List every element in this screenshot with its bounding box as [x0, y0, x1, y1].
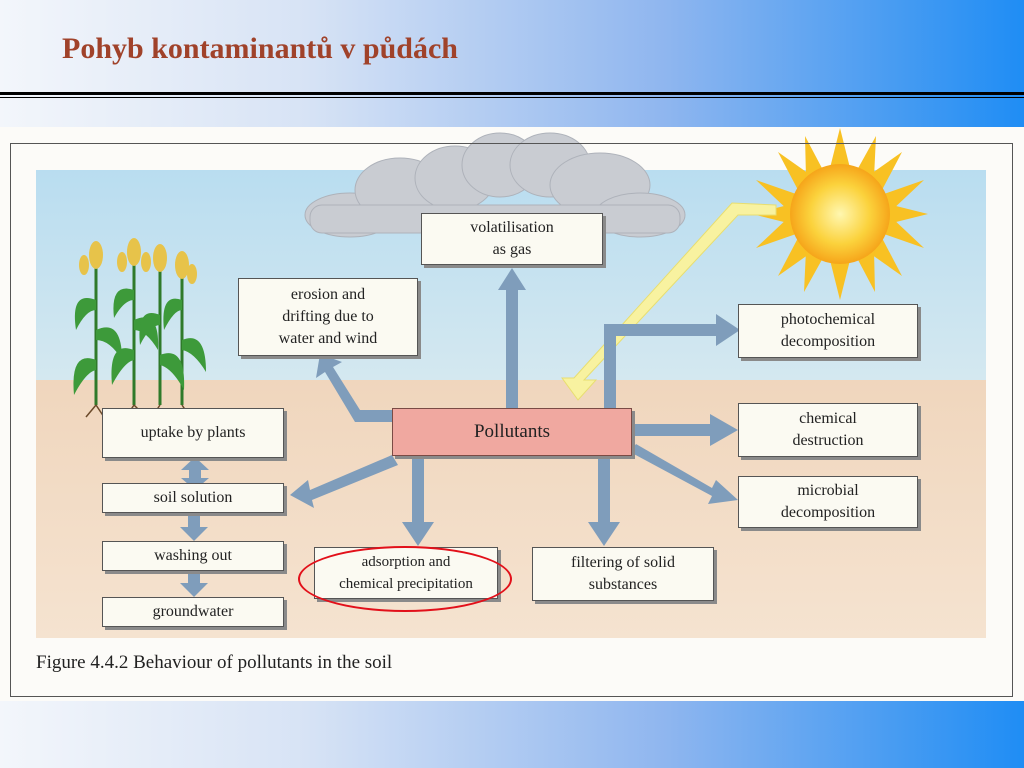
node-pollutants: Pollutants: [392, 408, 632, 456]
process-arrows: [180, 268, 740, 597]
node-microbial: microbial decomposition: [738, 476, 918, 528]
node-chemical-destruction: chemical destruction: [738, 403, 918, 457]
node-uptake-by-plants: uptake by plants: [102, 408, 284, 458]
node-groundwater: groundwater: [102, 597, 284, 627]
node-photochemical: photochemical decomposition: [738, 304, 918, 358]
figure-frame: [10, 143, 1013, 697]
title-divider: [0, 92, 1024, 95]
highlight-circle: [298, 546, 512, 612]
cloud-icon: [304, 132, 686, 238]
slide-title: Pohyb kontaminantů v půdách: [62, 32, 458, 65]
plant-icon: [73, 238, 206, 418]
node-erosion: erosion and drifting due to water and wi…: [238, 278, 418, 356]
node-soil-solution: soil solution: [102, 483, 284, 513]
node-volatilisation: volatilisation as gas: [421, 213, 603, 265]
node-filtering: filtering of solid substances: [532, 547, 714, 601]
figure-caption: Figure 4.4.2 Behaviour of pollutants in …: [36, 652, 393, 673]
node-washing-out: washing out: [102, 541, 284, 571]
title-divider-thin: [0, 97, 1024, 98]
sunlight-arrow: [561, 202, 777, 401]
